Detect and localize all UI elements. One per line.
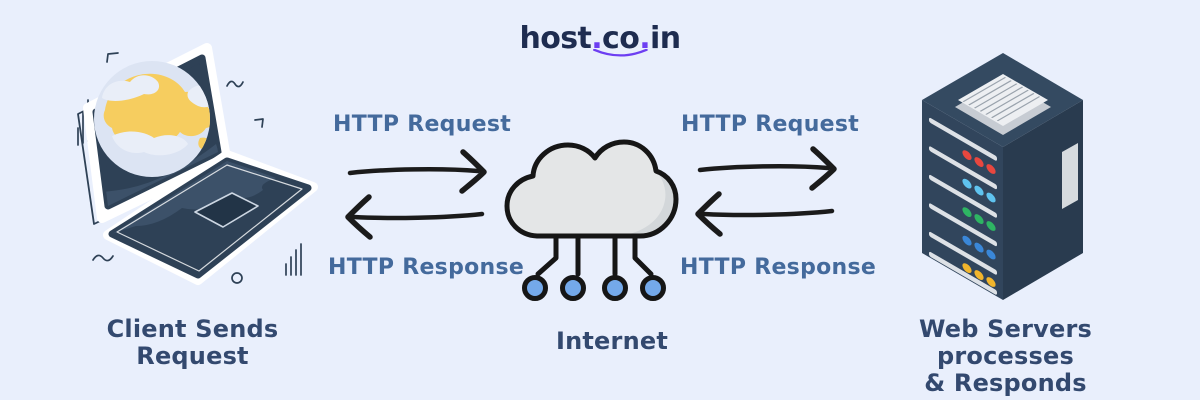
base-highlight xyxy=(112,161,276,234)
trackpad xyxy=(194,192,259,228)
logo-smile-icon xyxy=(593,49,649,57)
status-lights-blue xyxy=(962,235,996,260)
cloud-icon xyxy=(504,139,679,239)
network-node-icons xyxy=(522,275,666,301)
network-connector-lines xyxy=(535,234,654,277)
server-caption: Web Servers processes & Responds xyxy=(858,316,1153,397)
http-response-label-left: HTTP Response xyxy=(328,255,525,280)
http-request-label-right: HTTP Request xyxy=(681,112,860,137)
request-response-arrows-right xyxy=(695,146,837,237)
squiggle-icon xyxy=(92,254,114,262)
server-vent-icon xyxy=(955,74,1051,135)
server-tower-icon xyxy=(922,53,1083,300)
corner-bracket-icon xyxy=(254,118,264,128)
server-side-panel xyxy=(1062,143,1078,209)
server-caption-line2: & Responds xyxy=(924,369,1087,397)
signal-bars-icon xyxy=(285,243,302,276)
server-caption-line1: Web Servers processes xyxy=(918,315,1093,370)
logo-dot-1: . xyxy=(591,21,603,56)
logo-dot-2: . xyxy=(639,21,651,56)
client-caption: Client Sends Request xyxy=(85,316,300,370)
status-lights-yellow xyxy=(962,263,996,287)
screen-highlight xyxy=(100,144,218,206)
http-request-label-left: HTTP Request xyxy=(333,112,512,137)
internet-caption: Internet xyxy=(555,327,669,355)
squiggle-icon xyxy=(226,80,244,88)
arrow-left-icon xyxy=(695,191,835,237)
server-illustration xyxy=(922,53,1083,300)
corner-bracket-icon xyxy=(106,52,119,63)
arrow-right-icon xyxy=(697,146,837,191)
base-inset-line xyxy=(116,164,303,272)
arrow-left-icon xyxy=(345,194,485,240)
logo-text-host: host xyxy=(519,21,592,56)
logo-text-in: in xyxy=(650,21,681,56)
status-lights-green xyxy=(962,207,996,231)
logo-text-co: co xyxy=(602,21,640,56)
arrow-right-icon xyxy=(347,149,487,194)
status-lights-red xyxy=(962,150,996,174)
client-laptop-illustration xyxy=(77,43,318,285)
http-response-label-right: HTTP Response xyxy=(680,255,877,280)
server-bays xyxy=(929,117,997,295)
request-response-arrows-left xyxy=(345,149,487,240)
client-caption-line2: Request xyxy=(136,342,249,370)
laptop-base xyxy=(103,150,318,285)
internet-cloud-illustration xyxy=(504,139,679,301)
logo: host.co.in xyxy=(0,21,1200,57)
circle-doodle-icon xyxy=(231,272,243,284)
status-lights-skyblue xyxy=(962,178,996,203)
client-caption-line1: Client Sends xyxy=(106,315,279,343)
